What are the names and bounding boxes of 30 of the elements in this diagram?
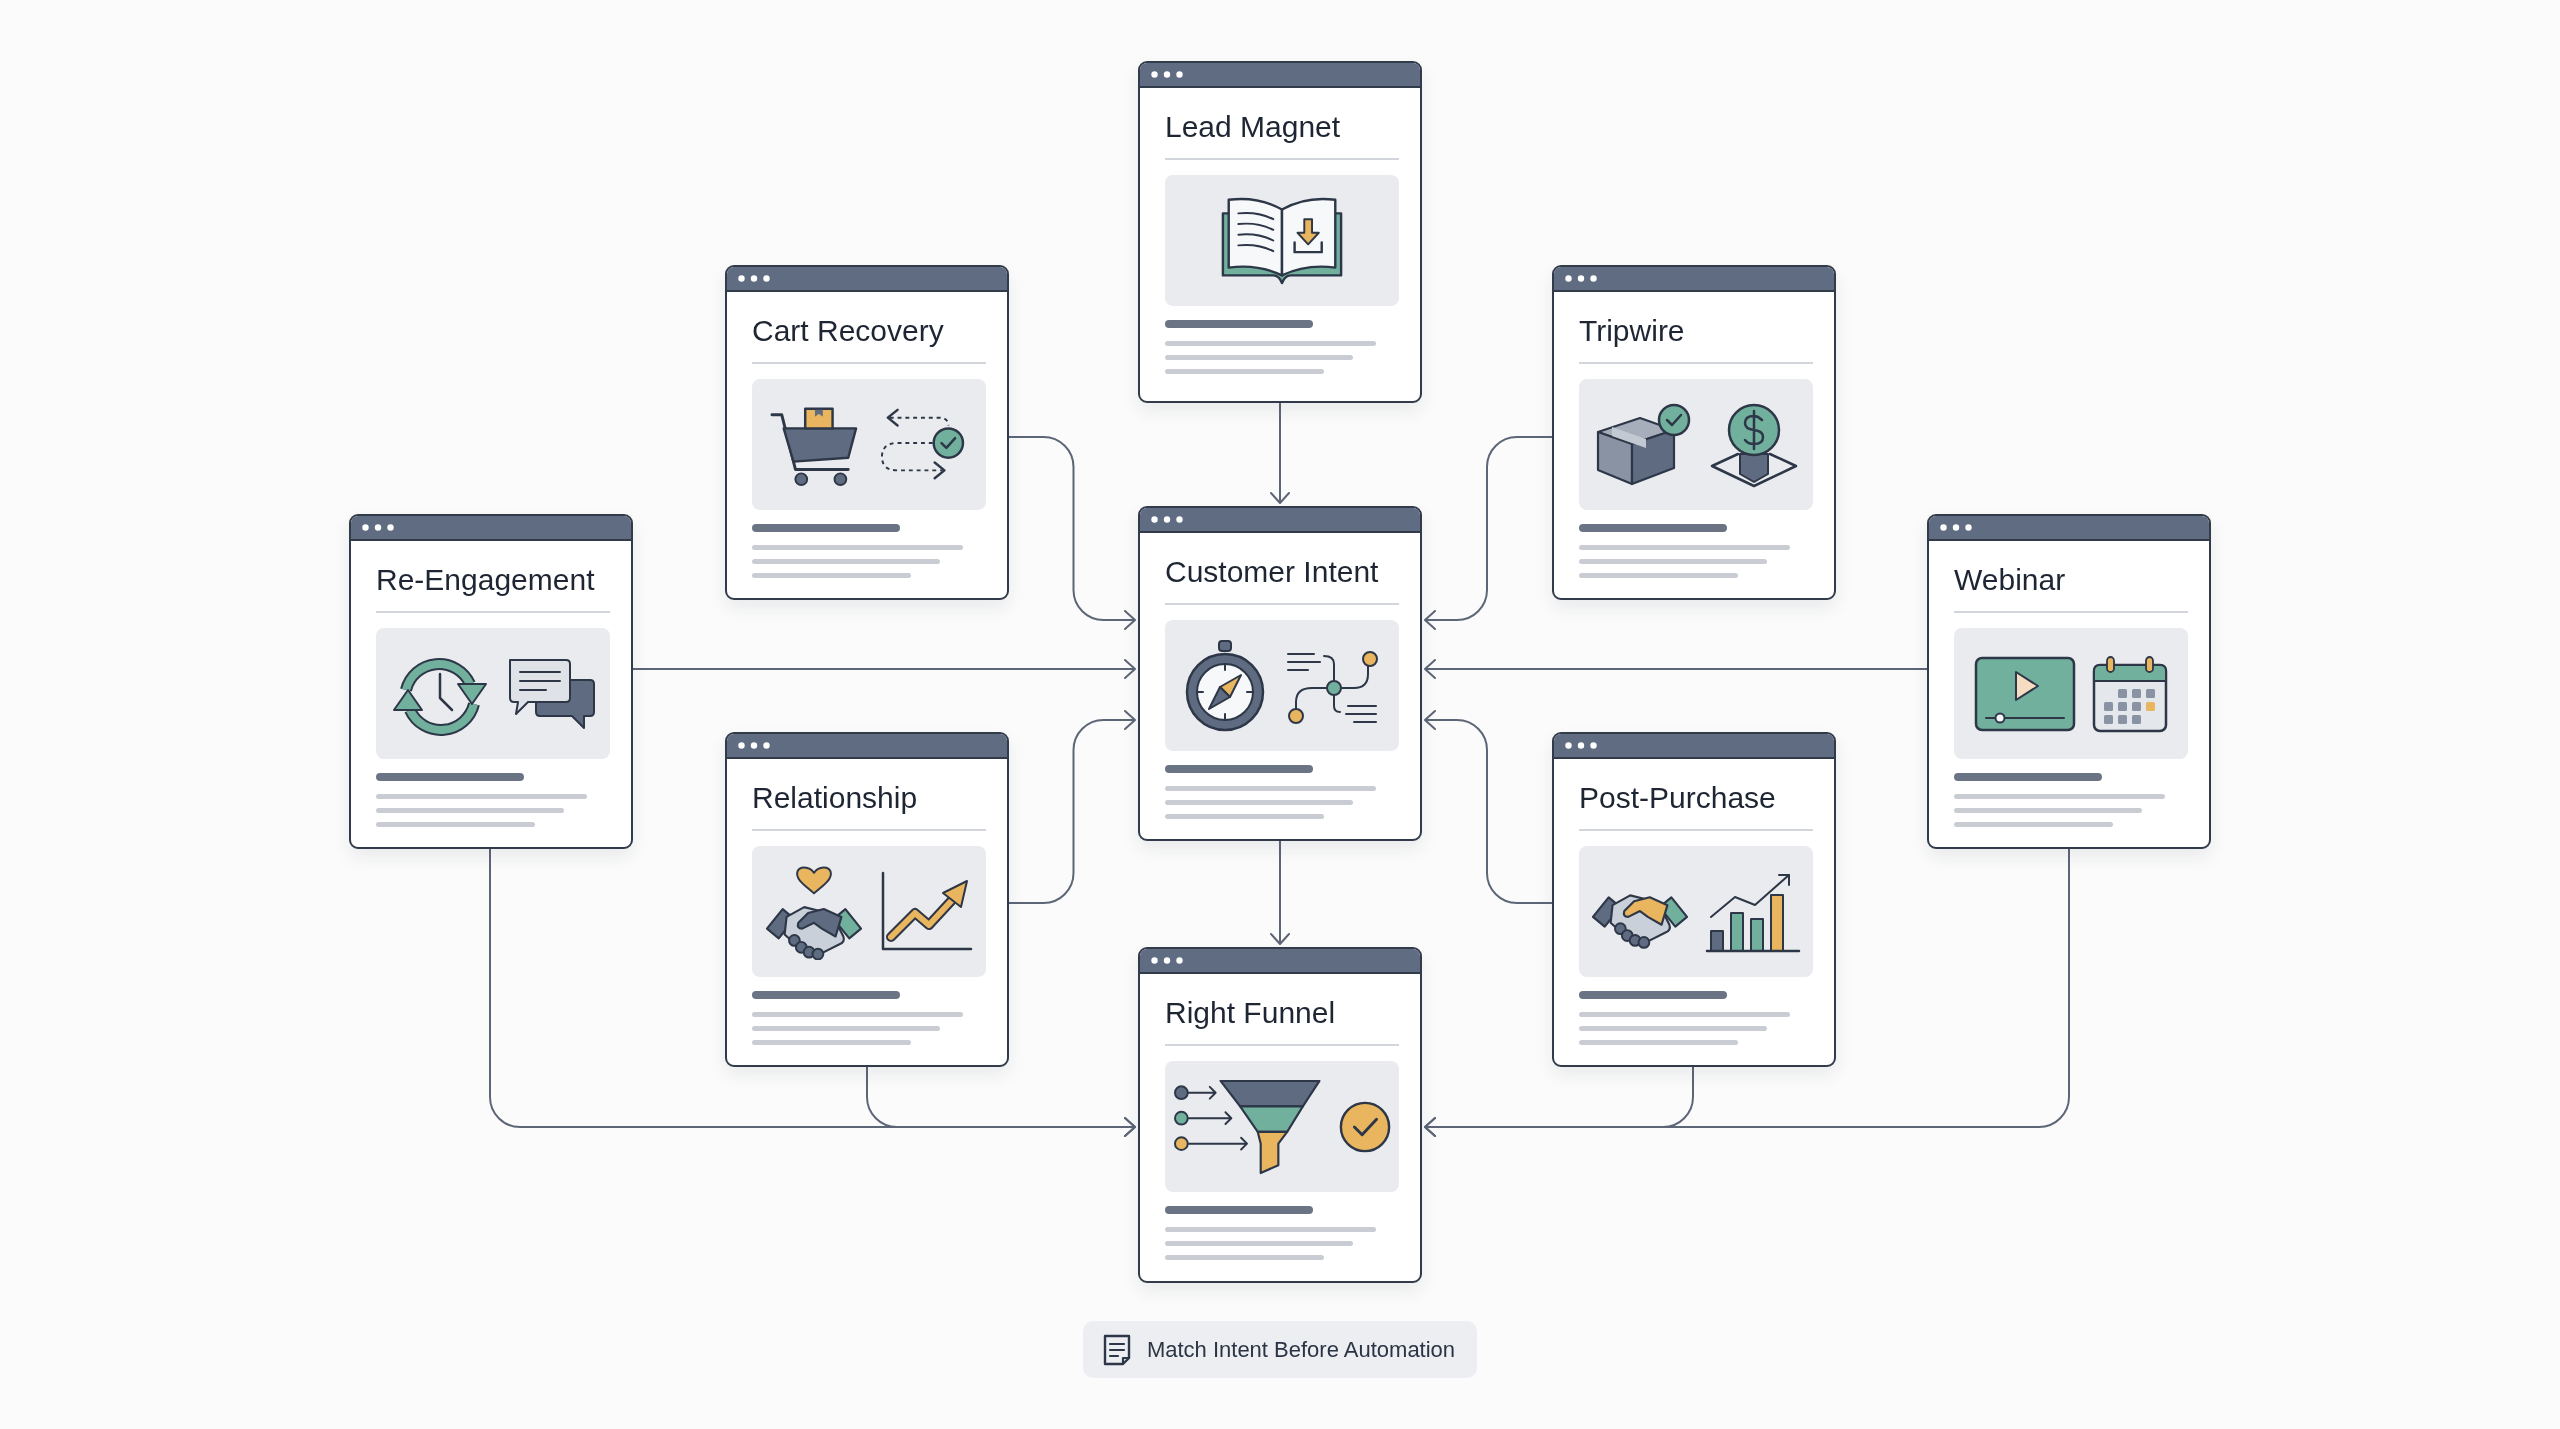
arrow <box>1424 1066 1694 1137</box>
card-title: Tripwire <box>1579 313 1685 349</box>
card-title: Right Funnel <box>1165 995 1336 1031</box>
card-title: Re-Engagement <box>376 562 595 598</box>
arrow <box>1008 710 1136 904</box>
arrow <box>1270 402 1290 504</box>
card-title: Customer Intent <box>1165 554 1379 590</box>
card-title: Lead Magnet <box>1165 109 1341 145</box>
window-card <box>1927 514 2211 849</box>
window-card <box>1552 732 1836 1067</box>
arrow <box>632 659 1136 679</box>
arrow <box>866 1066 1136 1137</box>
card-title: Post-Purchase <box>1579 780 1776 816</box>
arrow <box>1424 659 1928 679</box>
window-card <box>1138 506 1422 841</box>
window-card <box>1552 265 1836 600</box>
window-card <box>1138 61 1422 403</box>
window-card <box>1138 947 1422 1283</box>
note-text: Match Intent Before Automation <box>1146 1336 1456 1363</box>
note-box <box>1082 1321 1478 1378</box>
card-title: Relationship <box>752 780 918 816</box>
card-title: Webinar <box>1954 562 2066 598</box>
arrow <box>1424 436 1553 630</box>
window-card <box>725 732 1009 1067</box>
window-card <box>349 514 633 849</box>
arrow <box>1008 436 1136 630</box>
window-card <box>725 265 1009 600</box>
arrow <box>1270 840 1290 945</box>
arrow <box>1424 710 1553 904</box>
card-title: Cart Recovery <box>752 313 944 349</box>
